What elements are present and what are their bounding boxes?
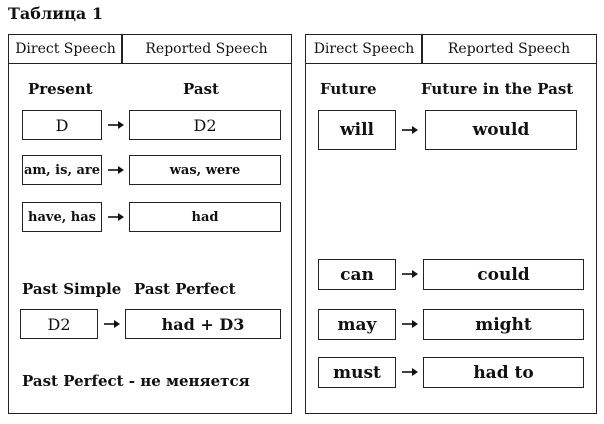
reported-form-box: had: [129, 202, 281, 232]
right-arrow-icon: [402, 366, 418, 378]
section-future-in-the-past: Future in the Past: [421, 80, 574, 98]
section-past-simple: Past Simple: [22, 280, 122, 298]
direct-modal-box: must: [318, 357, 396, 388]
direct-modal-box: may: [318, 309, 396, 340]
section-past: Past: [183, 80, 219, 98]
past-perfect-note: Past Perfect - не меняется: [22, 372, 250, 390]
reported-form-box: was, were: [129, 155, 281, 185]
right-arrow-icon: [108, 119, 124, 131]
direct-form-box: have, has: [22, 202, 102, 232]
section-present: Present: [28, 80, 93, 98]
direct-modal-box: can: [318, 259, 396, 290]
section-future: Future: [320, 80, 377, 98]
table-title: Таблица 1: [8, 4, 103, 23]
reported-form-box: had + D3: [125, 309, 281, 339]
right-arrow-icon: [104, 318, 120, 330]
direct-modal-box: will: [318, 110, 396, 150]
right-arrow-icon: [402, 268, 418, 280]
right-arrow-icon: [108, 211, 124, 223]
reported-form-box: D2: [129, 110, 281, 140]
direct-form-box: am, is, are: [22, 155, 102, 185]
right-arrow-icon: [402, 318, 418, 330]
left-header-reported-speech: Reported Speech: [121, 34, 292, 64]
reported-modal-box: had to: [423, 357, 584, 388]
reported-modal-box: would: [425, 110, 577, 150]
left-header-direct-speech: Direct Speech: [8, 34, 123, 64]
section-past-perfect: Past Perfect: [134, 280, 236, 298]
reported-modal-box: could: [423, 259, 584, 290]
right-arrow-icon: [108, 164, 124, 176]
direct-form-box: D2: [20, 309, 98, 339]
right-header-reported-speech: Reported Speech: [421, 34, 597, 64]
reported-modal-box: might: [423, 309, 584, 340]
right-arrow-icon: [402, 124, 418, 136]
direct-form-box: D: [22, 110, 102, 140]
right-header-direct-speech: Direct Speech: [305, 34, 423, 64]
